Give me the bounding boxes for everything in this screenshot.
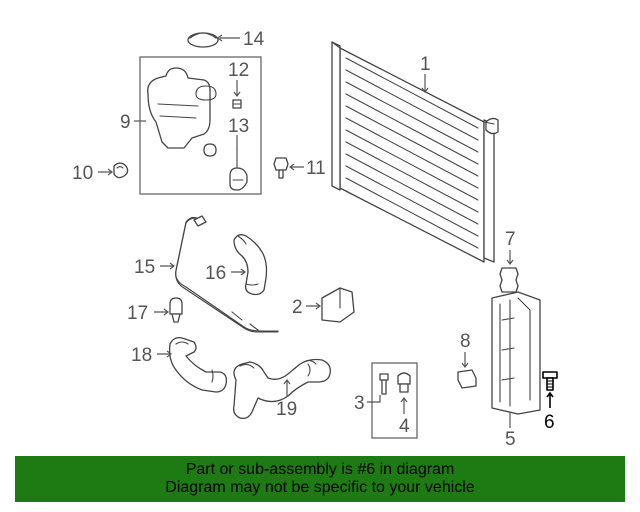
leader-7 <box>506 250 514 265</box>
leader-10 <box>98 168 113 176</box>
part-1-radiator[interactable] <box>331 41 499 263</box>
callout-10: 10 <box>72 163 93 184</box>
callout-9: 9 <box>120 112 131 133</box>
leader-2 <box>306 302 321 310</box>
callout-4: 4 <box>399 416 410 437</box>
callout-6: 6 <box>544 412 555 433</box>
part-15-bleed-hose[interactable] <box>175 215 279 333</box>
part-10-plug[interactable] <box>113 162 129 179</box>
leader-8 <box>461 352 469 368</box>
callout-17: 17 <box>127 303 148 324</box>
callout-11: 11 <box>306 158 326 179</box>
part-18-lower-hose[interactable] <box>168 336 228 393</box>
part-17-fitting[interactable] <box>169 297 183 323</box>
drain-group-box <box>371 362 418 439</box>
banner-line-1: Part or sub-assembly is #6 in diagram <box>185 461 455 478</box>
banner-line-2: Diagram may not be specific to your vehi… <box>165 479 475 496</box>
callout-3: 3 <box>354 393 365 414</box>
callout-8: 8 <box>460 331 471 352</box>
callout-15: 15 <box>134 257 155 278</box>
callout-14: 14 <box>243 29 265 50</box>
part-4-drain-valve[interactable] <box>397 372 411 393</box>
callout-12: 12 <box>228 60 249 81</box>
callout-7: 7 <box>505 229 516 250</box>
leader-14 <box>217 34 240 42</box>
part-8-clip[interactable] <box>457 369 477 389</box>
part-12-sensor[interactable] <box>232 99 242 109</box>
callout-13: 13 <box>228 116 249 137</box>
leader-18 <box>157 350 172 358</box>
reservoir-group-box <box>139 56 262 195</box>
leader-4 <box>400 397 408 414</box>
callout-19: 19 <box>276 399 297 420</box>
callout-5: 5 <box>505 429 516 450</box>
leader-11 <box>289 163 304 171</box>
leader-15 <box>160 262 175 270</box>
footer-banner: Part or sub-assembly is #6 in diagram Di… <box>15 456 625 502</box>
leader-16 <box>231 268 246 276</box>
part-7-bump-stop[interactable] <box>499 267 519 293</box>
part-16-upper-hose[interactable] <box>233 234 268 296</box>
part-9-expansion-tank[interactable] <box>147 67 217 157</box>
callout-18: 18 <box>131 345 152 366</box>
part-14-cap[interactable] <box>187 32 219 48</box>
part-13-level-sensor[interactable] <box>229 147 248 191</box>
part-2-bracket[interactable] <box>321 287 355 323</box>
part-6-bolt[interactable] <box>542 371 558 391</box>
callout-2: 2 <box>292 297 303 318</box>
part-19-hose[interactable] <box>232 358 331 420</box>
part-5-air-duct[interactable] <box>491 291 541 415</box>
leader-6 <box>546 391 554 408</box>
leader-3 <box>367 395 381 403</box>
part-11-bolt[interactable] <box>273 157 289 179</box>
leader-17 <box>154 308 169 316</box>
parts-diagram: 14 9 12 13 10 11 <box>72 29 558 450</box>
leader-1 <box>421 74 429 93</box>
callout-1: 1 <box>420 54 431 75</box>
part-3-drain-plug[interactable] <box>379 373 389 395</box>
callout-16: 16 <box>205 263 226 284</box>
leader-19 <box>283 379 291 396</box>
leader-12 <box>233 80 241 97</box>
